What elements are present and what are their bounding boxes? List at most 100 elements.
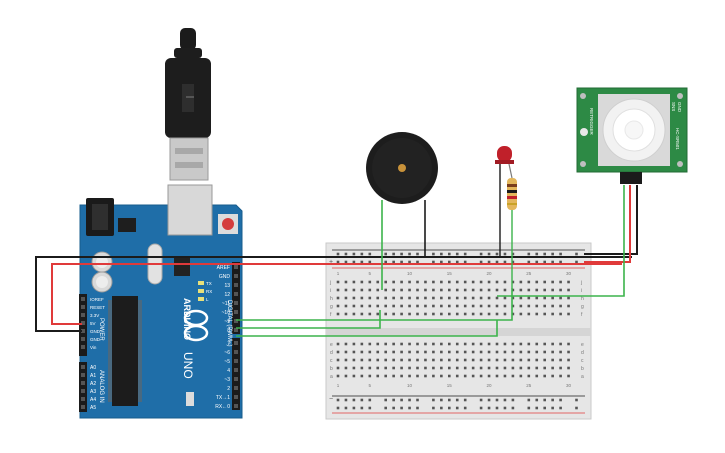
digital-pin[interactable] — [234, 377, 238, 381]
rail-hole[interactable] — [487, 406, 491, 410]
terminal-hole[interactable] — [455, 366, 459, 370]
rail-hole[interactable] — [527, 398, 531, 402]
terminal-hole[interactable] — [551, 342, 554, 346]
terminal-hole[interactable] — [551, 304, 554, 308]
terminal-hole[interactable] — [463, 342, 467, 346]
terminal-hole[interactable] — [416, 280, 419, 284]
terminal-hole[interactable] — [495, 280, 499, 284]
rail-hole[interactable] — [543, 252, 546, 256]
terminal-hole[interactable] — [479, 280, 483, 284]
terminal-hole[interactable] — [360, 342, 364, 346]
rail-hole[interactable] — [368, 406, 372, 410]
rail-hole[interactable] — [408, 260, 411, 264]
terminal-hole[interactable] — [487, 374, 491, 378]
rail-hole[interactable] — [503, 398, 507, 402]
terminal-hole[interactable] — [527, 358, 531, 362]
terminal-hole[interactable] — [551, 358, 554, 362]
terminal-hole[interactable] — [448, 358, 451, 362]
terminal-hole[interactable] — [416, 288, 419, 292]
terminal-hole[interactable] — [448, 374, 451, 378]
rail-hole[interactable] — [416, 252, 419, 256]
terminal-hole[interactable] — [368, 366, 372, 370]
digital-pin[interactable] — [234, 328, 238, 332]
rail-hole[interactable] — [344, 406, 348, 410]
rail-hole[interactable] — [527, 406, 531, 410]
terminal-hole[interactable] — [392, 350, 395, 354]
terminal-hole[interactable] — [535, 350, 539, 354]
terminal-hole[interactable] — [455, 280, 459, 284]
rail-hole[interactable] — [455, 398, 459, 402]
terminal-hole[interactable] — [567, 296, 570, 300]
digital-pin[interactable] — [234, 350, 238, 354]
terminal-hole[interactable] — [416, 374, 419, 378]
terminal-hole[interactable] — [432, 304, 435, 308]
resistor[interactable] — [507, 178, 517, 210]
terminal-hole[interactable] — [448, 288, 451, 292]
terminal-hole[interactable] — [368, 342, 372, 346]
terminal-hole[interactable] — [527, 342, 531, 346]
terminal-hole[interactable] — [527, 288, 531, 292]
rail-hole[interactable] — [448, 406, 451, 410]
terminal-hole[interactable] — [455, 296, 459, 300]
signal-wire-pin10[interactable] — [236, 288, 513, 321]
terminal-hole[interactable] — [455, 374, 459, 378]
pir-ground-wire[interactable] — [584, 185, 638, 255]
digital-pin[interactable] — [234, 368, 238, 372]
terminal-hole[interactable] — [352, 374, 356, 378]
rail-hole[interactable] — [455, 252, 459, 256]
terminal-hole[interactable] — [336, 288, 340, 292]
terminal-hole[interactable] — [535, 342, 539, 346]
terminal-hole[interactable] — [368, 358, 372, 362]
terminal-hole[interactable] — [352, 350, 356, 354]
rail-hole[interactable] — [440, 406, 443, 410]
terminal-hole[interactable] — [376, 358, 380, 362]
terminal-hole[interactable] — [400, 366, 403, 370]
terminal-hole[interactable] — [567, 350, 570, 354]
power-pin[interactable] — [81, 321, 85, 325]
terminal-hole[interactable] — [519, 280, 523, 284]
terminal-hole[interactable] — [559, 304, 562, 308]
terminal-hole[interactable] — [448, 366, 451, 370]
terminal-hole[interactable] — [360, 374, 364, 378]
terminal-hole[interactable] — [360, 280, 364, 284]
terminal-hole[interactable] — [519, 366, 523, 370]
terminal-hole[interactable] — [503, 342, 507, 346]
terminal-hole[interactable] — [432, 366, 435, 370]
rail-hole[interactable] — [336, 406, 340, 410]
terminal-hole[interactable] — [503, 280, 507, 284]
terminal-hole[interactable] — [535, 288, 539, 292]
terminal-hole[interactable] — [368, 350, 372, 354]
terminal-hole[interactable] — [344, 312, 348, 316]
rail-hole[interactable] — [352, 406, 356, 410]
rail-hole[interactable] — [392, 398, 395, 402]
terminal-hole[interactable] — [543, 366, 546, 370]
terminal-hole[interactable] — [551, 350, 554, 354]
terminal-hole[interactable] — [463, 304, 467, 308]
terminal-hole[interactable] — [471, 342, 475, 346]
digital-pin[interactable] — [234, 283, 238, 287]
rail-hole[interactable] — [392, 260, 395, 264]
rail-hole[interactable] — [559, 260, 562, 264]
analog-pin[interactable] — [81, 381, 85, 385]
terminal-hole[interactable] — [471, 366, 475, 370]
rail-hole[interactable] — [503, 406, 507, 410]
terminal-hole[interactable] — [448, 296, 451, 300]
terminal-hole[interactable] — [352, 296, 356, 300]
terminal-hole[interactable] — [344, 288, 348, 292]
terminal-hole[interactable] — [352, 366, 356, 370]
terminal-hole[interactable] — [471, 358, 475, 362]
terminal-hole[interactable] — [487, 312, 491, 316]
terminal-hole[interactable] — [344, 304, 348, 308]
terminal-hole[interactable] — [400, 304, 403, 308]
terminal-hole[interactable] — [392, 280, 395, 284]
terminal-hole[interactable] — [336, 350, 340, 354]
analog-pin[interactable] — [81, 405, 85, 409]
rail-hole[interactable] — [384, 252, 387, 256]
terminal-hole[interactable] — [384, 350, 387, 354]
terminal-hole[interactable] — [384, 296, 387, 300]
terminal-hole[interactable] — [567, 288, 570, 292]
terminal-hole[interactable] — [360, 366, 364, 370]
rail-hole[interactable] — [432, 398, 435, 402]
terminal-hole[interactable] — [527, 296, 531, 300]
